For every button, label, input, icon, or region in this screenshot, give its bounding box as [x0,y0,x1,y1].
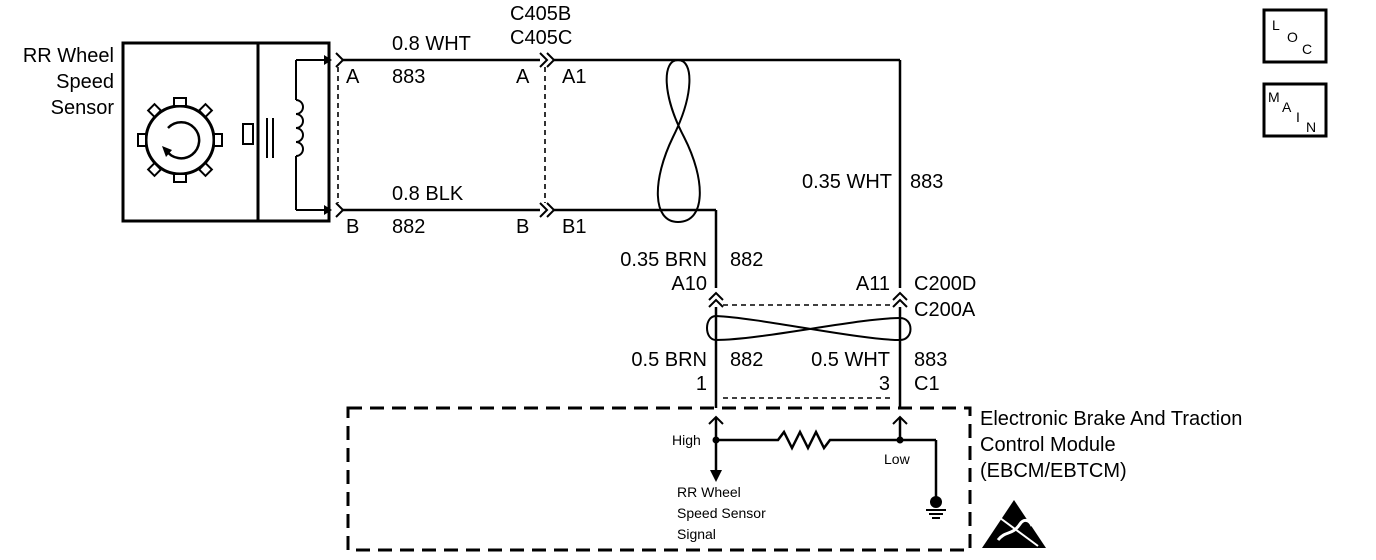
loc-badge: L O C [1262,8,1328,64]
wire-bottom-color: 0.8 BLK [392,183,464,205]
c1-pin-1: 1 [696,373,707,395]
c405-pin-a-left: A [516,66,530,88]
wheel-speed-sensor: RR Wheel Speed Sensor [23,41,360,238]
c200-pin-a10: A10 [671,273,707,295]
c200-pin-a11: A11 [856,273,890,295]
connector-c405: C405B C405C A A1 B B1 [510,3,586,238]
c405-pin-b-right: B1 [562,216,586,238]
module-low-label: Low [884,451,911,467]
connector-c200: A10 A11 C200D C200A [671,273,976,321]
c405-name-c: C405C [510,27,572,49]
module-high-label: High [672,432,701,448]
c1-pin-3: 3 [879,373,890,395]
ground-icon [926,496,946,519]
module-title-line2: Control Module [980,434,1116,456]
module-title-line1: Electronic Brake And Traction [980,408,1242,430]
wire-lower-right-color: 0.5 WHT [811,349,890,371]
main-m: M [1268,89,1280,105]
wire-mid-color: 0.35 BRN [620,249,707,271]
wire-top-circuit: 883 [392,66,425,88]
esd-warning-icon [982,500,1046,548]
wire-lower-right-circuit: 883 [914,349,947,371]
main-a: A [1282,99,1292,115]
wire-882-bottom: 0.8 BLK 882 [343,183,540,238]
loc-c: C [1302,41,1312,57]
wire-right-circuit: 883 [910,171,943,193]
wire-top-color: 0.8 WHT [392,33,471,55]
c200-name-d: C200D [914,273,976,295]
sensor-connector [335,52,345,218]
module-signal-line2: Speed Sensor [677,505,766,521]
sensor-pin-b: B [346,216,359,238]
wire-883-top: 0.8 WHT 883 [343,33,540,88]
wire-bottom-circuit: 882 [392,216,425,238]
c200-name-a: C200A [914,299,976,321]
sensor-label-line3: Sensor [51,97,115,119]
wire-right-color: 0.35 WHT [802,171,892,193]
c405-name-b: C405B [510,3,571,25]
main-badge: M A I N [1262,82,1328,138]
wire-mid-circuit: 882 [730,249,763,271]
wire-883-run: 0.35 WHT 883 [554,58,943,288]
tone-ring-icon [137,97,223,183]
wire-lower-left-color: 0.5 BRN [631,349,707,371]
connector-c1: 1 3 C1 [696,373,940,399]
twisted-pair-icon [656,58,701,224]
loc-l: L [1272,17,1280,33]
ebcm-module: Electronic Brake And Traction Control Mo… [346,406,1242,552]
wire-882-run: 0.35 BRN 882 [554,208,763,288]
main-i: I [1296,109,1300,125]
loc-o: O [1287,29,1298,45]
sensor-pin-a: A [346,66,360,88]
c405-pin-b-left: B [516,216,529,238]
sensor-label-line1: RR Wheel [23,45,114,67]
module-signal-line3: Signal [677,526,716,542]
magnet-tab-icon [242,123,254,145]
c405-pin-a-right: A1 [562,66,586,88]
twisted-pair-horizontal-icon: 0.5 BRN 882 0.5 WHT 883 [631,307,947,408]
module-title-line3: (EBCM/EBTCM) [980,460,1127,482]
wire-lower-left-circuit: 882 [730,349,763,371]
sensor-label-line2: Speed [56,71,114,93]
module-signal-line1: RR Wheel [677,484,741,500]
main-n: N [1306,119,1316,135]
c1-name: C1 [914,373,940,395]
coil-icon [266,55,332,215]
